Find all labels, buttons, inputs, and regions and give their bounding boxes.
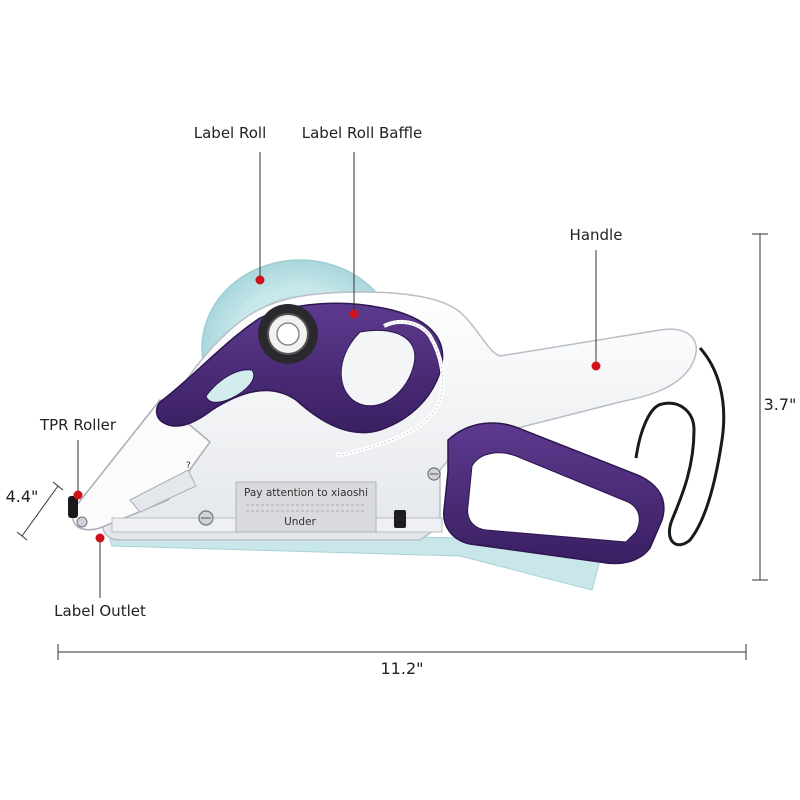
handle-dot bbox=[592, 362, 601, 371]
labeler-device: Pay attention to xiaoshi Under ? bbox=[68, 260, 724, 590]
nose-mark: ? bbox=[186, 461, 191, 471]
baffle-dot bbox=[350, 310, 359, 319]
roll-hub bbox=[258, 304, 318, 364]
warning-sticker: Pay attention to xiaoshi Under bbox=[236, 482, 376, 532]
screw-body bbox=[428, 468, 440, 480]
label-outlet-label: Label Outlet bbox=[54, 602, 146, 620]
tpr-roller-dot bbox=[74, 491, 83, 500]
label-roll-dot bbox=[256, 276, 265, 285]
callout-label-roll: Label Roll bbox=[194, 124, 267, 285]
lock-slider bbox=[394, 510, 406, 528]
screw-tip bbox=[77, 517, 87, 527]
screw-nose bbox=[199, 511, 213, 525]
label-roll-baffle-label: Label Roll Baffle bbox=[302, 124, 422, 142]
height-value: 3.7" bbox=[764, 395, 797, 414]
label-roll-label: Label Roll bbox=[194, 124, 267, 142]
handle-label: Handle bbox=[570, 226, 623, 244]
dimension-height: 3.7" bbox=[752, 234, 796, 580]
tpr-roller-label: TPR Roller bbox=[39, 416, 117, 434]
sticker-line2: Under bbox=[284, 516, 316, 528]
label-outlet-dot bbox=[96, 534, 105, 543]
length-value: 11.2" bbox=[381, 659, 424, 678]
nose-value: 4.4" bbox=[6, 487, 39, 506]
tpr-roller-tip bbox=[68, 496, 78, 518]
sticker-line1: Pay attention to xiaoshi bbox=[244, 487, 368, 499]
dimension-nose: 4.4" bbox=[6, 482, 63, 540]
dimension-length: 11.2" bbox=[58, 644, 746, 678]
